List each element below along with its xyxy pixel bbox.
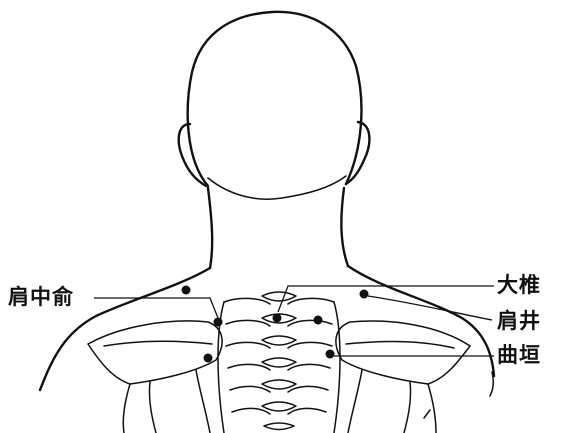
torso-right — [404, 382, 411, 433]
acupoint-medial-right — [314, 316, 323, 325]
neck-right — [341, 188, 348, 266]
acupoint-medial-left — [214, 318, 223, 327]
skin-mark — [424, 410, 430, 418]
spinous-process — [262, 380, 296, 389]
spine — [218, 292, 340, 433]
acupoint-jianjing-right — [360, 290, 369, 299]
neck-left — [208, 188, 212, 268]
torso-left — [149, 382, 156, 433]
right-scapula-blade — [348, 370, 436, 433]
left-scapula-blade — [123, 370, 210, 433]
rib-right — [334, 302, 340, 433]
label-quyuan: 曲垣 — [497, 345, 541, 366]
hairline — [208, 176, 346, 199]
spinous-process — [264, 423, 294, 430]
label-dazhui: 大椎 — [497, 275, 541, 296]
acupoint-dazhui — [273, 314, 282, 323]
spinous-process — [262, 336, 296, 345]
spinous-process — [262, 358, 296, 367]
spinous-process — [262, 292, 296, 301]
label-jianjing: 肩井 — [497, 311, 541, 332]
acupoint-jianzhongshu-left — [182, 286, 191, 295]
leader-jianjing — [368, 296, 492, 320]
acupoint-quyuan-left — [204, 354, 213, 363]
left-scapular-spine — [104, 341, 212, 346]
label-jianzhongshu: 肩中俞 — [8, 287, 74, 308]
right-scapula — [336, 321, 470, 384]
right-scapular-spine — [346, 341, 454, 348]
armpit-right — [490, 372, 493, 396]
left-scapula — [88, 321, 222, 384]
acupoint-quyuan-right — [326, 350, 335, 359]
spinous-process — [262, 402, 296, 411]
head-outline — [188, 12, 362, 186]
